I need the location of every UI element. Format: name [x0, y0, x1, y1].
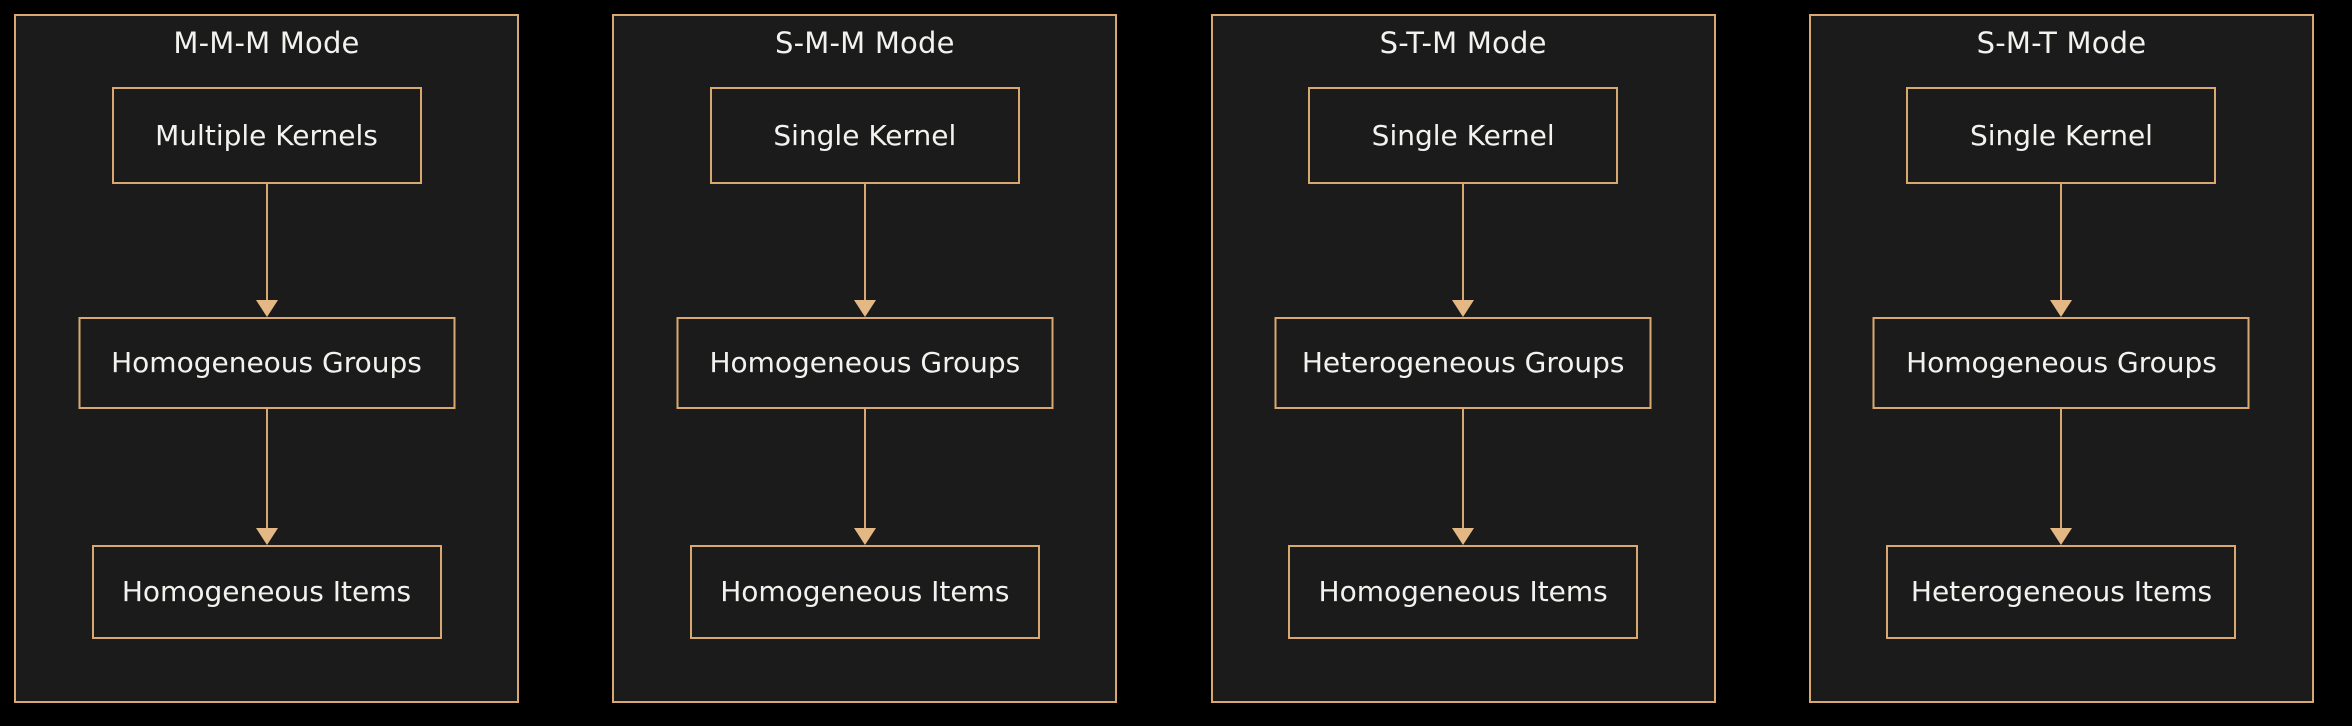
arrow-kernel-to-groups	[2050, 184, 2073, 317]
arrow-kernel-to-groups	[255, 184, 278, 317]
panel-title: S-T-M Mode	[1379, 26, 1547, 60]
arrow-head-icon	[2050, 300, 2073, 317]
node-items[interactable]: Homogeneous Items	[91, 545, 442, 639]
arrow-line	[265, 409, 268, 530]
node-label: Homogeneous Groups	[709, 346, 1021, 379]
node-items[interactable]: Homogeneous Items	[1288, 545, 1639, 639]
node-groups[interactable]: Homogeneous Groups	[78, 317, 455, 409]
arrow-head-icon	[2050, 528, 2073, 545]
arrow-line	[2060, 184, 2063, 302]
panel-s-t-m[interactable]: S-T-M Mode Single Kernel Heterogeneous G…	[1210, 14, 1716, 703]
arrow-head-icon	[1452, 528, 1475, 545]
arrow-head-icon	[255, 300, 278, 317]
arrow-kernel-to-groups	[1452, 184, 1475, 317]
panel-flow: Multiple Kernels Homogeneous Groups Homo…	[16, 60, 517, 701]
node-label: Homogeneous Groups	[111, 346, 422, 379]
node-label: Multiple Kernels	[155, 118, 378, 152]
arrow-line	[863, 184, 866, 302]
node-kernel[interactable]: Multiple Kernels	[111, 87, 422, 184]
arrow-groups-to-items	[1452, 409, 1475, 545]
arrow-line	[265, 184, 268, 302]
node-groups[interactable]: Homogeneous Groups	[676, 317, 1054, 409]
arrow-head-icon	[1452, 300, 1475, 317]
node-label: Heterogeneous Groups	[1301, 346, 1625, 379]
arrow-groups-to-items	[853, 409, 876, 545]
arrow-line	[863, 409, 866, 530]
panel-row: M-M-M Mode Multiple Kernels Homogeneous …	[14, 14, 2314, 703]
arrow-head-icon	[255, 528, 278, 545]
panel-title: S-M-T Mode	[1976, 26, 2147, 60]
arrow-line	[2060, 409, 2063, 530]
node-label: Single Kernel	[1371, 118, 1555, 152]
node-label: Homogeneous Items	[121, 575, 412, 608]
node-label: Homogeneous Groups	[1906, 346, 2217, 379]
arrow-line	[1462, 409, 1465, 530]
node-label: Homogeneous Items	[720, 575, 1010, 608]
arrow-head-icon	[853, 528, 876, 545]
node-label: Single Kernel	[773, 118, 957, 152]
arrow-head-icon	[853, 300, 876, 317]
arrow-groups-to-items	[2050, 409, 2073, 545]
arrow-line	[1462, 184, 1465, 302]
node-kernel[interactable]: Single Kernel	[709, 87, 1020, 184]
panel-s-m-t[interactable]: S-M-T Mode Single Kernel Homogeneous Gro…	[1808, 14, 2314, 703]
node-items[interactable]: Heterogeneous Items	[1886, 545, 2237, 639]
node-label: Heterogeneous Items	[1910, 575, 2213, 608]
node-groups[interactable]: Heterogeneous Groups	[1274, 317, 1652, 409]
node-label: Single Kernel	[1970, 118, 2153, 152]
node-kernel[interactable]: Single Kernel	[1308, 87, 1619, 184]
panel-s-m-m[interactable]: S-M-M Mode Single Kernel Homogeneous Gro…	[612, 14, 1118, 703]
panel-flow: Single Kernel Homogeneous Groups Homogen…	[614, 60, 1115, 701]
node-items[interactable]: Homogeneous Items	[689, 545, 1040, 639]
node-kernel[interactable]: Single Kernel	[1906, 87, 2217, 184]
node-groups[interactable]: Homogeneous Groups	[1872, 317, 2250, 409]
panel-flow: Single Kernel Homogeneous Groups Heterog…	[1811, 60, 2312, 701]
node-label: Homogeneous Items	[1318, 575, 1608, 608]
arrow-kernel-to-groups	[853, 184, 876, 317]
panel-m-m-m[interactable]: M-M-M Mode Multiple Kernels Homogeneous …	[14, 14, 519, 703]
panel-flow: Single Kernel Heterogeneous Groups Homog…	[1213, 60, 1714, 701]
panel-title: S-M-M Mode	[775, 26, 955, 60]
panel-title: M-M-M Mode	[173, 26, 360, 60]
arrow-groups-to-items	[255, 409, 278, 545]
